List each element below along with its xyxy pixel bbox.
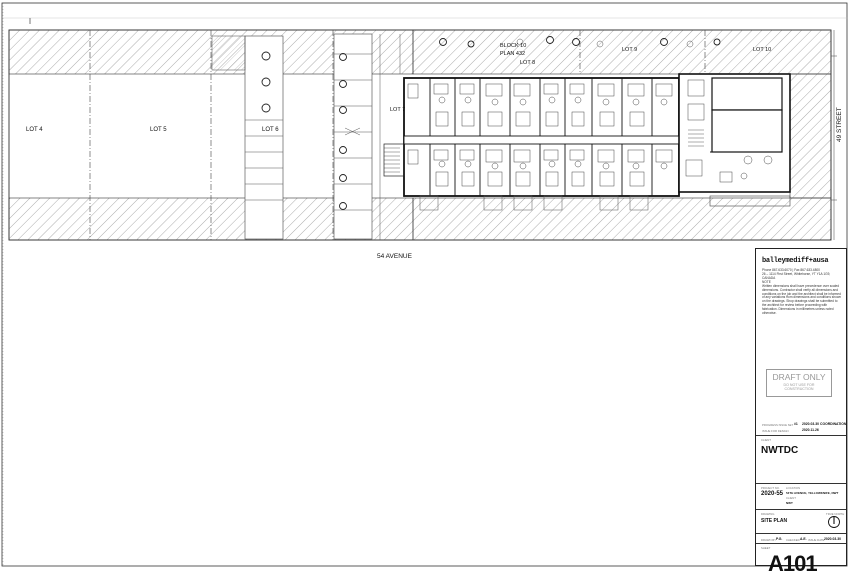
draft-sub-2: CONSTRUCTION bbox=[784, 387, 814, 392]
lot-4-label: LOT 4 bbox=[26, 127, 43, 133]
drawn-by-label: DRAWN BY bbox=[761, 538, 776, 542]
lot-5-label: LOT 5 bbox=[150, 127, 167, 133]
street-right-label: 49 STREET bbox=[836, 107, 843, 142]
issue-date-label: ISSUE DATE bbox=[808, 538, 825, 542]
revision-1-num: #1 bbox=[794, 422, 798, 426]
draft-sub-1: DO NOT USE FOR bbox=[783, 383, 815, 387]
lot-8-label: LOT 8 bbox=[520, 60, 535, 66]
plan-label: PLAN 432 bbox=[500, 51, 525, 57]
location-value: 54TH AVENUE, YELLOWKNIFE, NWT bbox=[786, 491, 839, 495]
drawn-by: P.G. bbox=[776, 537, 783, 541]
title-block-divider bbox=[756, 483, 846, 484]
project-no-label: PROJECT NO. bbox=[761, 486, 780, 490]
title-block-divider bbox=[756, 435, 846, 436]
sheet-number: A101 bbox=[768, 551, 818, 576]
sheet-label: SHEET bbox=[761, 546, 771, 550]
title-block: balleymediff+ausa Phone 867.633.6070 | F… bbox=[755, 248, 847, 576]
drawing-title: SITE PLAN bbox=[761, 518, 788, 524]
revision-1-desc: COORDINATION bbox=[820, 422, 847, 426]
revision-1-label: PROGRESS ISSUE SET bbox=[762, 423, 794, 427]
title-block-divider bbox=[756, 533, 846, 534]
north-arrow-icon bbox=[828, 516, 840, 528]
block-label: BLOCK 10 bbox=[500, 43, 526, 49]
firm-logo: balleymediff+ausa bbox=[762, 257, 829, 265]
draft-title: DRAFT ONLY bbox=[772, 372, 826, 382]
client2-label: CLIENT bbox=[786, 496, 796, 500]
client-name: NWTDC bbox=[761, 445, 799, 456]
lot-9-label: LOT 9 bbox=[622, 47, 637, 53]
lot-10-label: LOT 10 bbox=[753, 47, 771, 53]
client-label: CLIENT bbox=[761, 438, 771, 442]
notes-text: Written dimensions shall have precedence… bbox=[762, 284, 842, 315]
draft-stamp: DRAFT ONLY DO NOT USE FOR CONSTRUCTION bbox=[766, 369, 832, 397]
checked-by: A.E. bbox=[800, 537, 807, 541]
notes-heading: NOTE bbox=[762, 280, 771, 284]
lot-7-label: LOT 7 bbox=[390, 107, 405, 113]
project-number: 2020-55 bbox=[761, 491, 784, 497]
location-label: LOCATION bbox=[786, 486, 801, 490]
revision-1-date: 2020.03.30 bbox=[802, 422, 819, 426]
issue-date: 2020.03.30 bbox=[824, 537, 841, 541]
checked-label: CHECKED bbox=[786, 538, 800, 542]
north-label: TRUE NORTH bbox=[826, 512, 845, 516]
street-bottom-label: 54 AVENUE bbox=[377, 253, 413, 260]
revision-2-label: ISSUE FOR DESIGN bbox=[762, 429, 789, 433]
title-block-divider bbox=[756, 543, 846, 544]
firm-contact-2: 26 – 1114 First Street, Whitehorse, YT Y… bbox=[762, 272, 831, 280]
lot-6-label: LOT 6 bbox=[262, 127, 279, 133]
revision-2-date: 2020.11.26 bbox=[802, 428, 819, 432]
firm-contact-1: Phone 867.633.6070 | Fax 867.633.4800 bbox=[762, 268, 820, 272]
client2-value: NWT bbox=[786, 501, 793, 505]
title-block-divider bbox=[756, 509, 846, 510]
drawing-title-label: DRAWING bbox=[761, 512, 775, 516]
